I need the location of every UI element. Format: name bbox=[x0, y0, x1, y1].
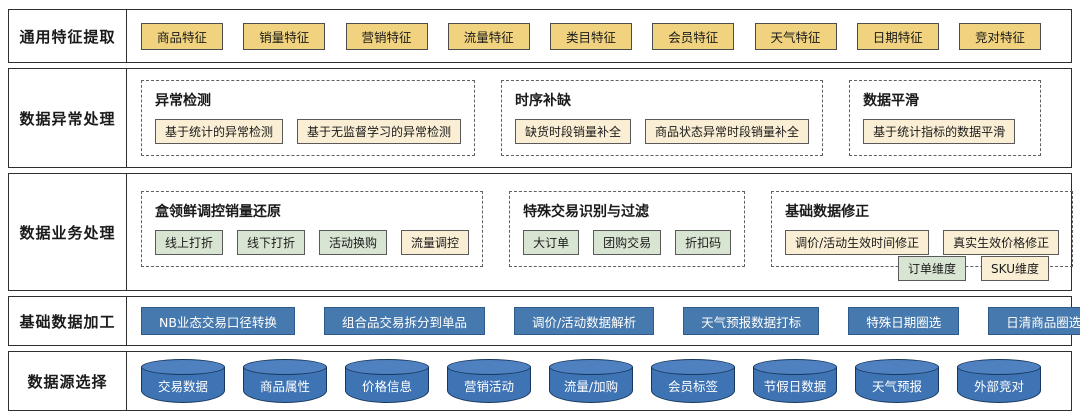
processing-chip-strip: NB业态交易口径转换 组合品交易拆分到单品 调价/活动数据解析 天气预报数据打标… bbox=[127, 297, 1080, 345]
cylinder-top-icon bbox=[243, 359, 327, 375]
datasource-label: 交易数据 bbox=[157, 379, 208, 394]
cylinder-top-icon bbox=[651, 359, 735, 375]
group-title: 盒领鲜调控销量还原 bbox=[155, 204, 281, 220]
method-chip: 活动换购 bbox=[319, 230, 388, 255]
feature-chip: 商品特征 bbox=[141, 22, 223, 50]
method-chip: 大订单 bbox=[523, 230, 580, 255]
method-chip: 流量调控 bbox=[401, 230, 470, 255]
anomaly-groups: 异常检测 基于统计的异常检测 基于无监督学习的异常检测 时序补缺 缺货时段销量补… bbox=[127, 69, 1071, 167]
cylinder-top-icon bbox=[447, 359, 531, 375]
database-cylinder: 节假日数据 bbox=[753, 359, 837, 403]
legend-sku-dimension: SKU维度 bbox=[981, 256, 1049, 281]
method-chip: 折扣码 bbox=[675, 230, 732, 255]
row-base-data-processing: 基础数据加工 NB业态交易口径转换 组合品交易拆分到单品 调价/活动数据解析 天… bbox=[8, 296, 1080, 346]
group-base-data-correction: 基础数据修正 调价/活动生效时间修正 真实生效价格修正 bbox=[771, 191, 1074, 267]
datasource-strip: 交易数据 商品属性 价格信息 营销活动 流量/加购 bbox=[127, 352, 1071, 410]
database-cylinder: 价格信息 bbox=[345, 359, 429, 403]
row-label-base-data-processing: 基础数据加工 bbox=[9, 297, 127, 345]
group-title: 时序补缺 bbox=[515, 93, 572, 109]
group-anomaly-detection: 异常检测 基于统计的异常检测 基于无监督学习的异常检测 bbox=[141, 80, 476, 156]
method-chip: 真实生效价格修正 bbox=[943, 230, 1060, 255]
datasource-label: 流量/加购 bbox=[563, 379, 619, 394]
row-label-data-source-selection: 数据源选择 bbox=[9, 352, 127, 410]
feature-chip: 竞对特征 bbox=[959, 22, 1041, 50]
datasource-label: 节假日数据 bbox=[763, 379, 827, 394]
feature-chip: 营销特征 bbox=[345, 22, 428, 50]
method-chip: 基于统计指标的数据平滑 bbox=[863, 119, 1016, 144]
datasource-label: 会员标签 bbox=[667, 379, 718, 394]
datasource-label: 外部竞对 bbox=[973, 379, 1024, 394]
cylinder-top-icon bbox=[345, 359, 429, 375]
process-chip: NB业态交易口径转换 bbox=[141, 307, 295, 335]
cylinder-top-icon bbox=[549, 359, 633, 375]
database-cylinder: 商品属性 bbox=[243, 359, 327, 403]
method-chip: 商品状态异常时段销量补全 bbox=[645, 119, 810, 144]
database-cylinder: 外部竞对 bbox=[957, 359, 1041, 403]
legend-order-dimension: 订单维度 bbox=[898, 256, 967, 281]
process-chip: 特殊日期圈选 bbox=[848, 307, 960, 335]
row-label-business-processing: 数据业务处理 bbox=[9, 174, 127, 290]
database-cylinder: 会员标签 bbox=[651, 359, 735, 403]
row-anomaly-processing: 数据异常处理 异常检测 基于统计的异常检测 基于无监督学习的异常检测 时序补缺 … bbox=[8, 68, 1072, 168]
process-chip: 日清商品圈选 bbox=[988, 307, 1080, 335]
method-chip: 基于无监督学习的异常检测 bbox=[297, 119, 462, 144]
database-cylinder: 交易数据 bbox=[141, 359, 225, 403]
method-chip: 团购交易 bbox=[593, 230, 662, 255]
row-label-feature-extraction: 通用特征提取 bbox=[9, 10, 127, 62]
row-data-source-selection: 数据源选择 交易数据 商品属性 价格信息 营销活动 bbox=[8, 351, 1072, 411]
dimension-legend: 订单维度 SKU维度 bbox=[898, 256, 1049, 281]
process-chip: 组合品交易拆分到单品 bbox=[323, 307, 485, 335]
row-label-anomaly-processing: 数据异常处理 bbox=[9, 69, 127, 167]
group-title: 异常检测 bbox=[155, 93, 211, 109]
cylinder-top-icon bbox=[141, 359, 225, 375]
database-cylinder: 流量/加购 bbox=[549, 359, 633, 403]
database-cylinder: 营销活动 bbox=[447, 359, 531, 403]
group-timeseries-imputation: 时序补缺 缺货时段销量补全 商品状态异常时段销量补全 bbox=[501, 80, 824, 156]
datasource-label: 天气预报 bbox=[871, 379, 922, 394]
group-title: 数据平滑 bbox=[863, 93, 920, 109]
method-chip: 缺货时段销量补全 bbox=[515, 119, 632, 144]
method-chip: 线下打折 bbox=[237, 230, 306, 255]
cylinder-top-icon bbox=[855, 359, 939, 375]
process-chip: 天气预报数据打标 bbox=[683, 307, 820, 335]
group-regulated-sales-restore: 盒领鲜调控销量还原 线上打折 线下打折 活动换购 流量调控 bbox=[141, 191, 484, 267]
row-feature-extraction: 通用特征提取 商品特征 销量特征 营销特征 流量特征 类目特征 会员特征 天气特… bbox=[8, 9, 1072, 63]
feature-chip: 销量特征 bbox=[243, 22, 326, 50]
cylinder-top-icon bbox=[753, 359, 837, 375]
datasource-label: 价格信息 bbox=[361, 379, 412, 394]
group-title: 特殊交易识别与过滤 bbox=[523, 204, 650, 220]
method-chip: 调价/活动生效时间修正 bbox=[785, 230, 930, 255]
row-business-processing: 数据业务处理 盒领鲜调控销量还原 线上打折 线下打折 活动换购 流量调控 特殊交… bbox=[8, 173, 1074, 291]
method-chip: 基于统计的异常检测 bbox=[155, 119, 284, 144]
method-chip: 线上打折 bbox=[155, 230, 224, 255]
datasource-label: 营销活动 bbox=[463, 379, 514, 394]
group-special-transaction-filter: 特殊交易识别与过滤 大订单 团购交易 折扣码 bbox=[509, 191, 746, 267]
feature-chip: 天气特征 bbox=[754, 22, 837, 50]
cylinder-top-icon bbox=[957, 359, 1041, 375]
process-chip: 调价/活动数据解析 bbox=[513, 307, 655, 335]
feature-chip: 流量特征 bbox=[447, 22, 530, 50]
database-cylinder: 天气预报 bbox=[855, 359, 939, 403]
datasource-label: 商品属性 bbox=[259, 379, 310, 394]
feature-chip: 会员特征 bbox=[652, 22, 735, 50]
group-title: 基础数据修正 bbox=[785, 204, 870, 220]
feature-chip-strip: 商品特征 销量特征 营销特征 流量特征 类目特征 会员特征 天气特征 日期特征 … bbox=[127, 10, 1071, 62]
feature-chip: 日期特征 bbox=[856, 22, 939, 50]
business-groups: 盒领鲜调控销量还原 线上打折 线下打折 活动换购 流量调控 特殊交易识别与过滤 … bbox=[127, 174, 1074, 290]
group-data-smoothing: 数据平滑 基于统计指标的数据平滑 bbox=[849, 80, 1041, 156]
feature-chip: 类目特征 bbox=[550, 22, 632, 50]
